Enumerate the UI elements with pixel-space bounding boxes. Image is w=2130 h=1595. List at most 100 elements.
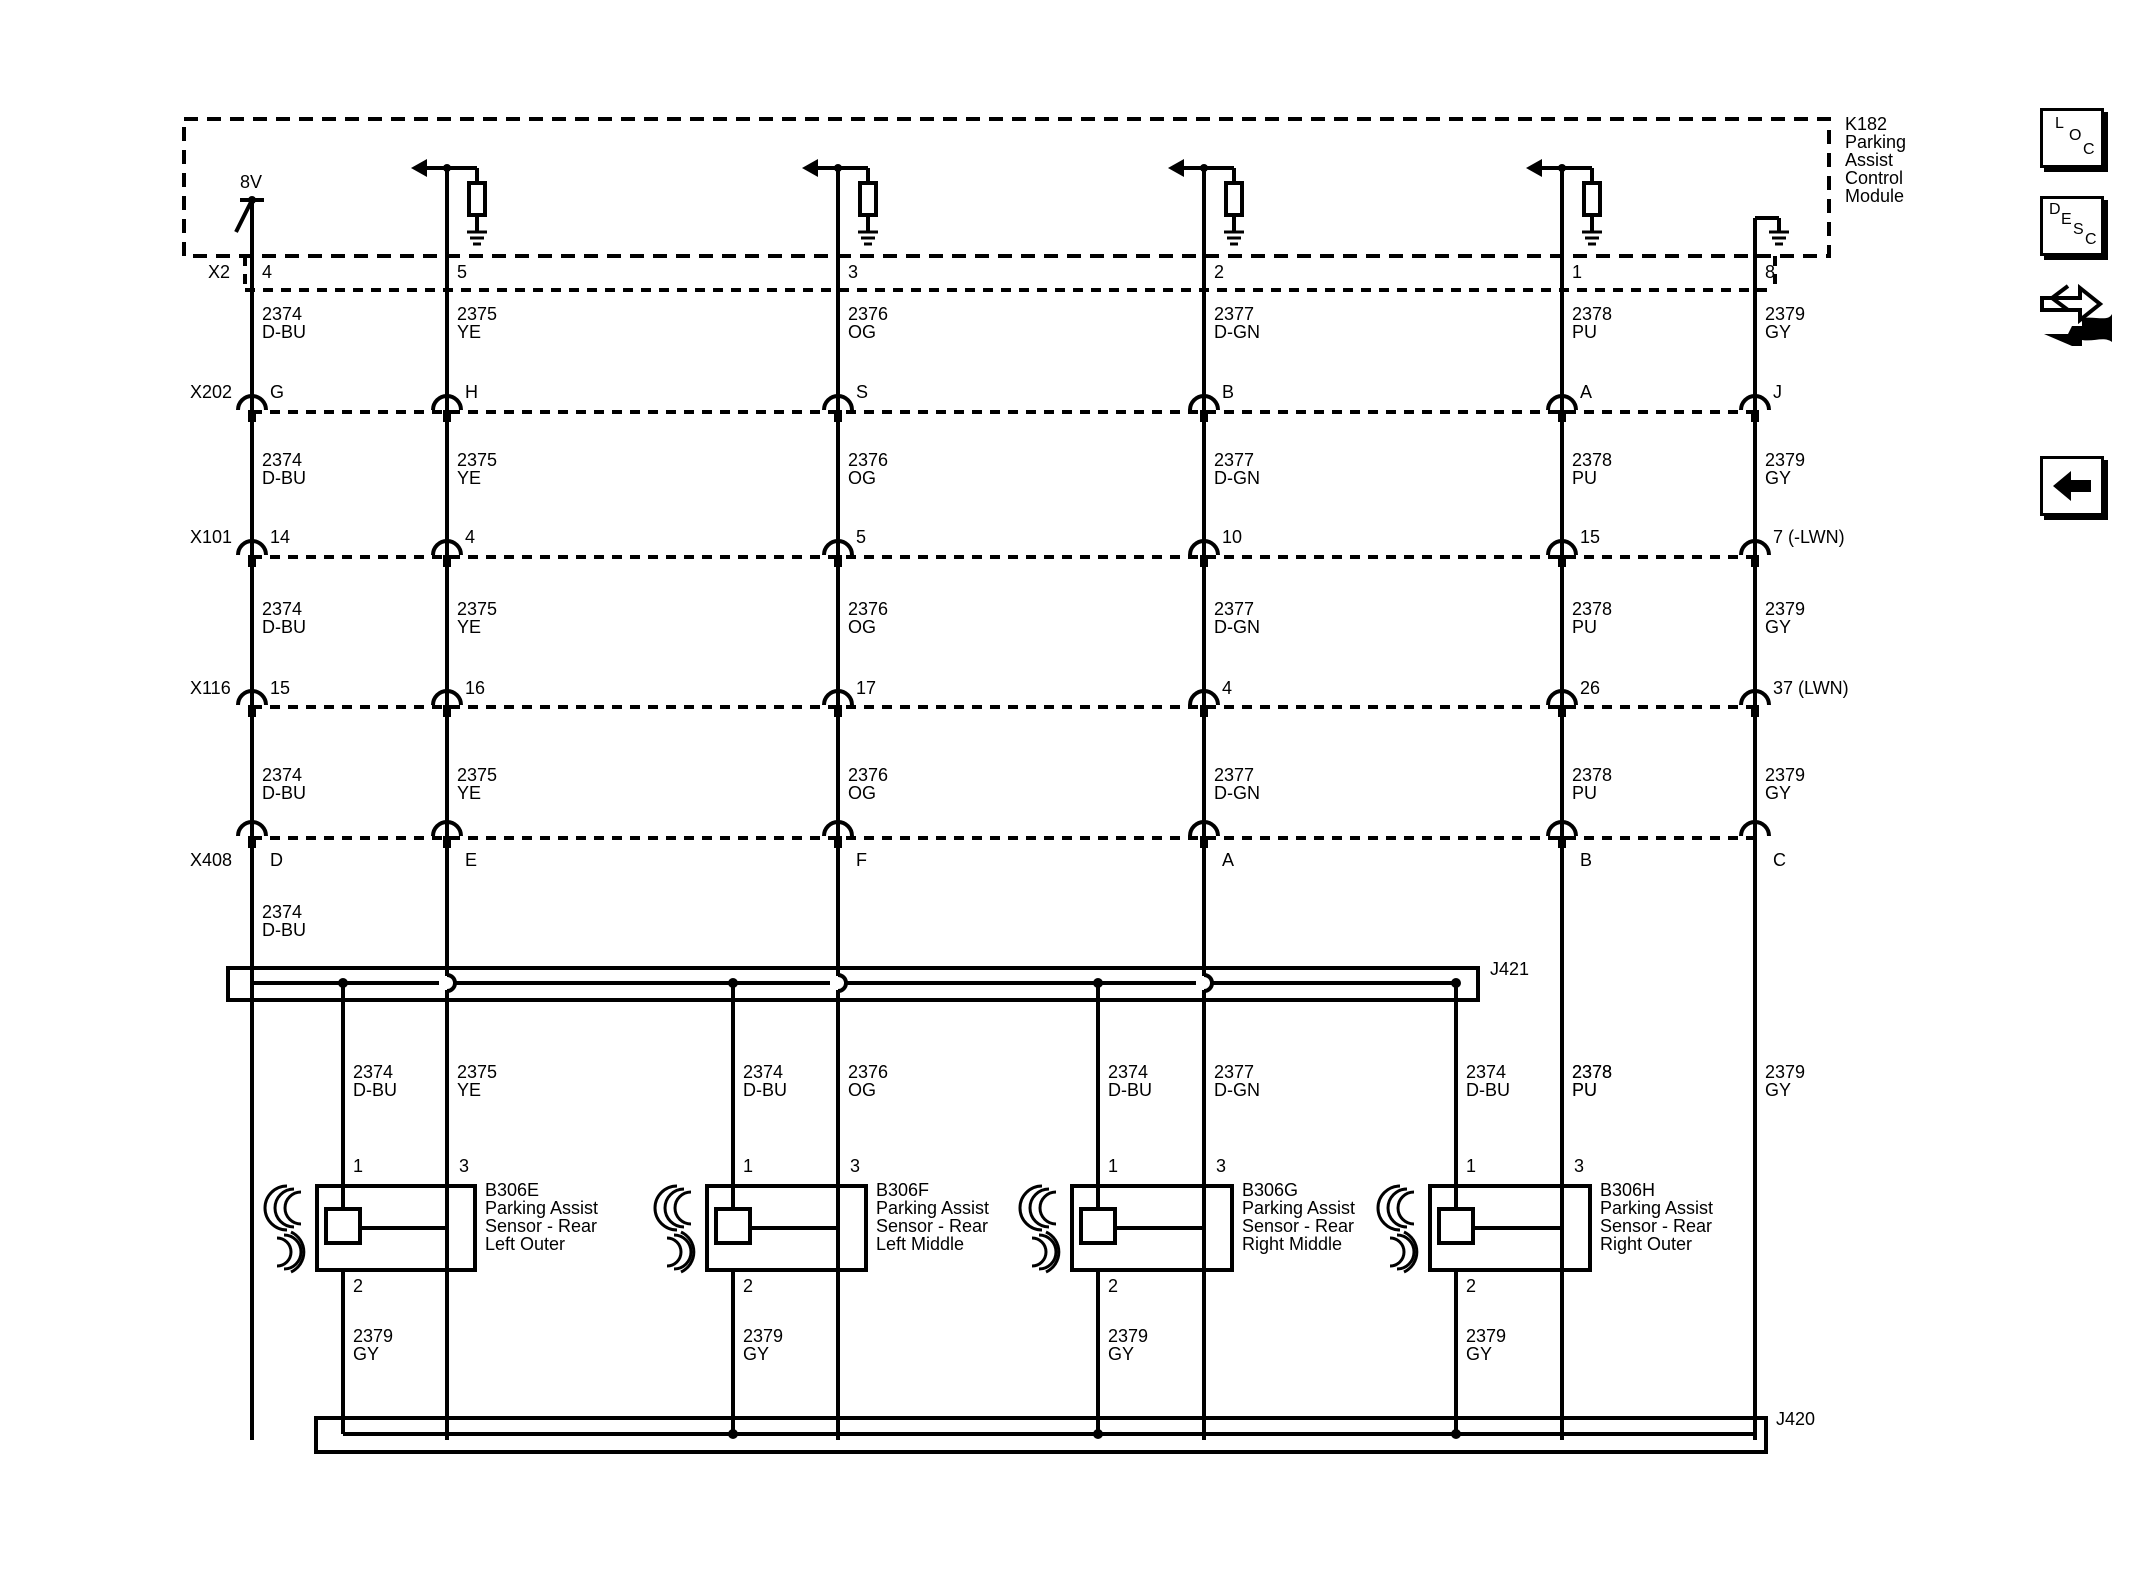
- circuit-number-label: 2376: [848, 304, 888, 324]
- circuit-color-label: D-GN: [1214, 1080, 1260, 1100]
- splice-node: [728, 978, 738, 988]
- circuit-color-label: D-GN: [1214, 617, 1260, 637]
- pin-label-x2: 2: [1214, 262, 1224, 282]
- circuit-number-label: 2375: [457, 599, 497, 619]
- sound-wave-emit-icon: [1018, 1184, 1043, 1232]
- circuit-number-label: 2377: [1214, 765, 1254, 785]
- circuit-number-label: 2378: [1572, 599, 1612, 619]
- sensor-body-b306h: [1428, 1184, 1592, 1272]
- circuit-number-label: 2374: [743, 1062, 783, 1082]
- sensor-desc-label: Right Outer: [1600, 1234, 1692, 1254]
- pin-label: 15: [270, 678, 290, 698]
- circuit-color-label: OG: [848, 468, 876, 488]
- desc-letter-d: D: [2049, 201, 2061, 218]
- circuit-color-label: GY: [1765, 1080, 1791, 1100]
- connector-label-x408: X408: [190, 850, 232, 870]
- connector-female-arc: [431, 689, 463, 706]
- connector-pin-stub: [248, 836, 256, 848]
- pin-label-x2: 8: [1765, 262, 1775, 282]
- pin-label: D: [270, 850, 283, 870]
- switch-blade: [234, 199, 254, 233]
- voltage-label: 8V: [240, 172, 262, 192]
- pin-label: H: [465, 382, 478, 402]
- resistor-body: [1582, 181, 1602, 217]
- sound-wave-emit-icon: [263, 1184, 288, 1232]
- sensor-desc-label: Sensor - Rear: [485, 1216, 597, 1236]
- connector-female-arc: [1739, 539, 1771, 556]
- pin-label: 14: [270, 527, 290, 547]
- location-button[interactable]: L O C: [2040, 108, 2104, 168]
- sensor-pin-label: 1: [1466, 1156, 1476, 1176]
- desc-letter-s: S: [2073, 221, 2084, 238]
- sensor-pin-label: 1: [1108, 1156, 1118, 1176]
- connector-pin-stub: [248, 410, 256, 422]
- pin-label-x2: 3: [848, 262, 858, 282]
- circuit-number-label: 2379: [1765, 450, 1805, 470]
- sound-wave-receive-icon: [1403, 1230, 1419, 1274]
- circuit-color-label: YE: [457, 468, 481, 488]
- sensor-pin-label: 2: [353, 1276, 363, 1296]
- splice-j421-outline: [226, 966, 1480, 1002]
- circuit-number-label: 2376: [848, 1062, 888, 1082]
- circuit-number-label: 2375: [457, 765, 497, 785]
- pin-label: G: [270, 382, 284, 402]
- circuit-number-label: 2379: [1765, 599, 1805, 619]
- splice-node: [1093, 978, 1103, 988]
- connector-x2-label: X2: [208, 262, 230, 282]
- circuit-color-label: D-GN: [1214, 322, 1260, 342]
- connector-pin-stub: [248, 705, 256, 717]
- circuit-color-label: PU: [1572, 1080, 1597, 1100]
- sensor-desc-label: Left Middle: [876, 1234, 964, 1254]
- sensor-desc-label: Left Outer: [485, 1234, 565, 1254]
- circuit-number-label: 2375: [457, 450, 497, 470]
- sound-wave-emit-icon: [1376, 1184, 1401, 1232]
- circuit-number-label: 2379: [1765, 1062, 1805, 1082]
- circuit-color-label: OG: [848, 617, 876, 637]
- circuit-color-label: PU: [1572, 617, 1597, 637]
- connector-female-arc: [431, 820, 463, 837]
- connector-pin-stub: [1558, 555, 1566, 567]
- sound-wave-receive-icon: [1031, 1236, 1048, 1268]
- circuit-color-label: OG: [848, 1080, 876, 1100]
- wire-crossing-gap: [1196, 976, 1212, 990]
- circuit-number-label: 2379: [353, 1326, 393, 1346]
- connector-pin-stub: [1751, 705, 1759, 717]
- connector-pin-stub: [834, 705, 842, 717]
- connector-female-arc: [822, 394, 854, 411]
- connector-pin-stub: [834, 555, 842, 567]
- sound-wave-emit-icon: [653, 1184, 678, 1232]
- signal-arrow-left: [1526, 159, 1542, 177]
- circuit-color-label: D-BU: [262, 322, 306, 342]
- signal-node: [1558, 164, 1566, 172]
- process-arrows-wrench-icon[interactable]: [2038, 276, 2118, 352]
- circuit-number-label: 2377: [1214, 304, 1254, 324]
- description-button[interactable]: D E S C: [2040, 196, 2104, 256]
- connector-pin-stub: [248, 555, 256, 567]
- connector-pin-stub: [1200, 836, 1208, 848]
- pin-label: 17: [856, 678, 876, 698]
- circuit-color-label: GY: [1765, 468, 1791, 488]
- pin-label: F: [856, 850, 867, 870]
- circuit-color-label: GY: [1466, 1344, 1492, 1364]
- pin-label-x2: 1: [1572, 262, 1582, 282]
- connector-female-arc: [1546, 689, 1578, 706]
- connector-pin-stub: [443, 555, 451, 567]
- sensor-element: [324, 1207, 362, 1245]
- back-button[interactable]: [2040, 456, 2104, 516]
- circuit-color-label: D-BU: [1108, 1080, 1152, 1100]
- splice-node: [1451, 1429, 1461, 1439]
- sensor-pin-label: 3: [1216, 1156, 1226, 1176]
- sound-wave-emit-icon: [1386, 1187, 1408, 1229]
- connector-pin-stub: [1200, 705, 1208, 717]
- connector-pin-stub: [1558, 836, 1566, 848]
- circuit-number-label: 2375: [457, 1062, 497, 1082]
- sound-wave-receive-icon: [276, 1236, 293, 1268]
- sensor-id-label: B306F: [876, 1180, 929, 1200]
- connector-female-arc: [1546, 820, 1578, 837]
- circuit-number-label: 2374: [262, 599, 302, 619]
- sensor-pin-label: 1: [353, 1156, 363, 1176]
- pin-label: E: [465, 850, 477, 870]
- sensor-body-b306e: [315, 1184, 477, 1272]
- splice-j421-label: J421: [1490, 959, 1529, 979]
- pin-label-x2: 4: [262, 262, 272, 282]
